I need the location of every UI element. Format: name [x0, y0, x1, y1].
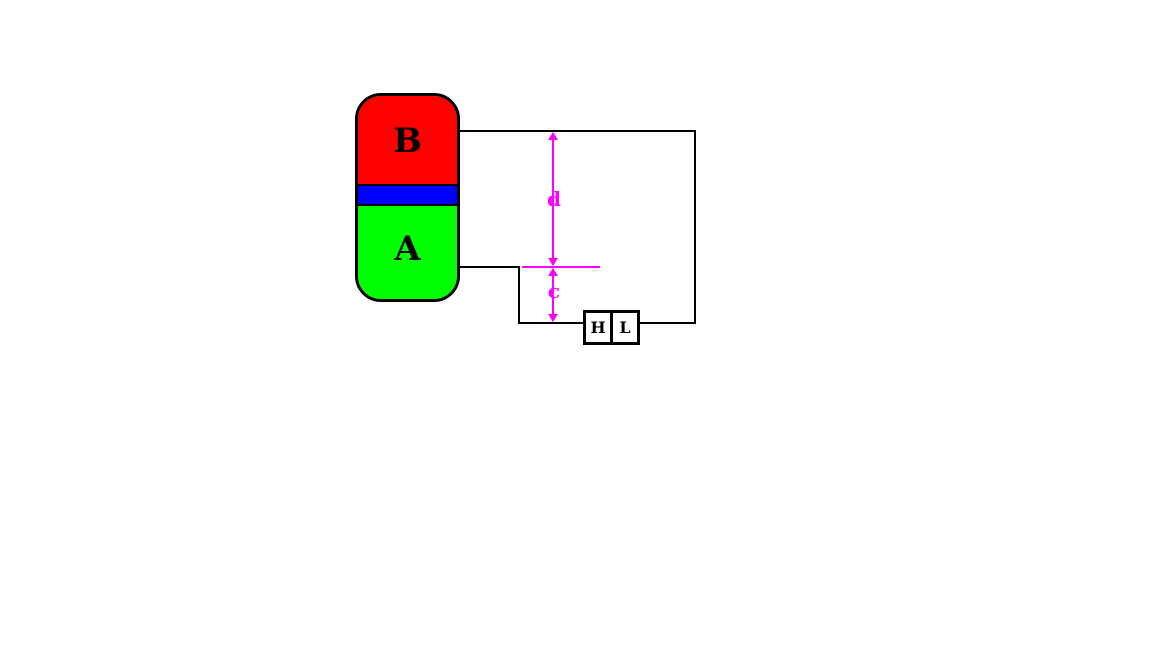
arrow-down-icon [548, 314, 558, 322]
dimension-d-line [552, 133, 554, 265]
high-side-bottom-line [520, 322, 583, 324]
dimension-c-line [552, 269, 554, 321]
lower-tap-drop-line [518, 266, 520, 324]
arrow-down-icon [548, 258, 558, 266]
dp-transmitter: H L [583, 310, 640, 345]
low-side-bottom-line [640, 322, 696, 324]
right-impulse-line [694, 130, 696, 324]
arrow-up-icon [548, 268, 558, 276]
vessel-label-a: A [394, 229, 421, 269]
phase-a-section [358, 206, 457, 299]
lower-tap-line [460, 266, 520, 268]
arrow-up-icon [548, 132, 558, 140]
upper-tap-line [460, 130, 696, 132]
dimension-c-label: c [547, 279, 561, 303]
high-port: H [586, 313, 613, 342]
interface-band [358, 184, 457, 206]
low-port: L [619, 317, 631, 337]
phase-b-section [358, 96, 457, 184]
dimension-d-label: d [547, 187, 561, 211]
dimension-reference-line [522, 266, 600, 268]
vessel-label-b: B [393, 121, 422, 161]
vessel: B A [355, 93, 460, 302]
